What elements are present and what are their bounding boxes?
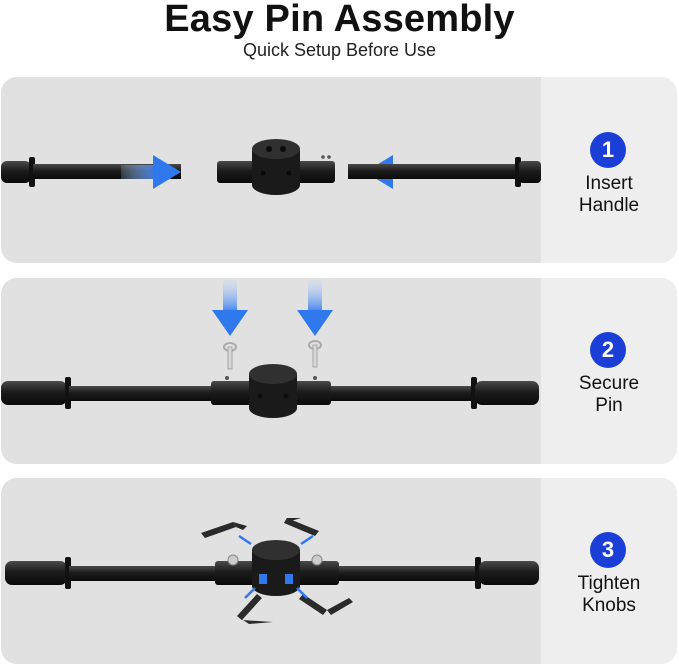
arrow-icon: [238, 534, 314, 599]
assembled-bar: [5, 540, 539, 596]
step-label-line1: Insert: [585, 173, 633, 194]
right-handle-bar: [348, 157, 541, 187]
assembled-bar: [1, 364, 539, 418]
step-2-caption: 2 Secure Pin: [541, 278, 677, 464]
step-panel-2: 2 Secure Pin: [1, 278, 677, 464]
step-panel-3: 3 Tighten Knobs: [1, 478, 677, 664]
step-label-line2: Pin: [595, 395, 623, 416]
step-1-illustration: [1, 77, 541, 263]
step-number-badge: 3: [590, 532, 626, 568]
step-label-line2: Knobs: [582, 595, 636, 616]
pin-icon: [308, 340, 322, 368]
step-label-line2: Handle: [578, 195, 640, 216]
step-label-line1: Secure: [578, 373, 640, 394]
arrow-down-icon: [297, 280, 333, 336]
arrow-down-icon: [212, 280, 248, 336]
step-3-illustration: [1, 478, 541, 664]
step-1-caption: 1 Insert Handle: [541, 77, 677, 263]
hub-connector: [217, 139, 335, 195]
step-number-badge: 2: [590, 332, 626, 368]
step-label-line1: Tighten: [577, 573, 641, 594]
knob-handle-icon: [201, 518, 353, 624]
pin-icon: [223, 342, 237, 370]
page-title: Easy Pin Assembly: [164, 0, 515, 40]
arrow-right-icon: [121, 155, 181, 189]
step-panel-1: 1 Insert Handle: [1, 77, 677, 263]
step-2-illustration: [1, 278, 541, 464]
step-number-badge: 1: [590, 132, 626, 168]
step-3-caption: 3 Tighten Knobs: [541, 478, 677, 664]
page-subtitle: Quick Setup Before Use: [242, 40, 437, 60]
